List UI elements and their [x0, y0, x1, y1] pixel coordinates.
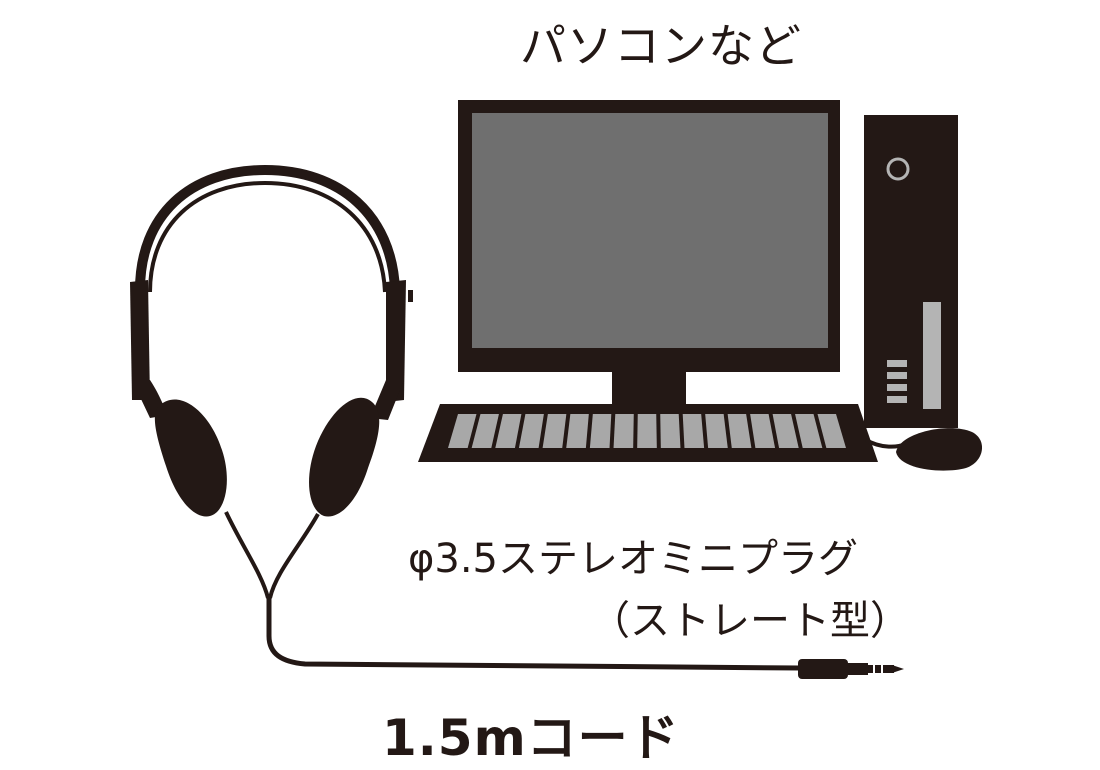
keyboard-key [637, 414, 657, 448]
keyboard-key [613, 414, 634, 448]
keyboard-key [448, 414, 477, 448]
keyboard-key [495, 414, 522, 448]
power-button-icon [886, 157, 910, 181]
monitor-stand [612, 372, 686, 408]
keyboard-key [682, 414, 705, 448]
keyboard-key [471, 414, 499, 448]
pc-label: パソコンなど [520, 19, 802, 73]
keyboard-icon [418, 404, 878, 462]
drive-slot [923, 302, 941, 409]
audio-plug-icon [266, 596, 904, 679]
keyboard-key [772, 414, 799, 448]
plug-label-line2: （ストレート型） [590, 598, 910, 644]
pc-tower-icon [864, 115, 958, 428]
keyboard-key [566, 414, 589, 448]
vent-slots [887, 360, 907, 403]
keyboard-key [750, 414, 776, 448]
keyboard-key [518, 414, 544, 448]
plug-label-line1: φ3.5ステレオミニプラグ [408, 536, 858, 582]
headphones-icon [130, 164, 413, 599]
cord-length-label: 1.5mコード [382, 709, 680, 767]
keyboard-key [727, 414, 752, 448]
keyboard-key [660, 414, 681, 448]
monitor-screen [472, 113, 828, 348]
keyboard-key [705, 414, 728, 448]
keyboard-key [589, 414, 612, 448]
monitor-icon [458, 100, 840, 408]
mouse-icon [865, 428, 983, 471]
keyboard-key [795, 414, 823, 448]
keyboard-keys [448, 414, 846, 448]
keyboard-key [817, 414, 846, 448]
keyboard-key [542, 414, 567, 448]
